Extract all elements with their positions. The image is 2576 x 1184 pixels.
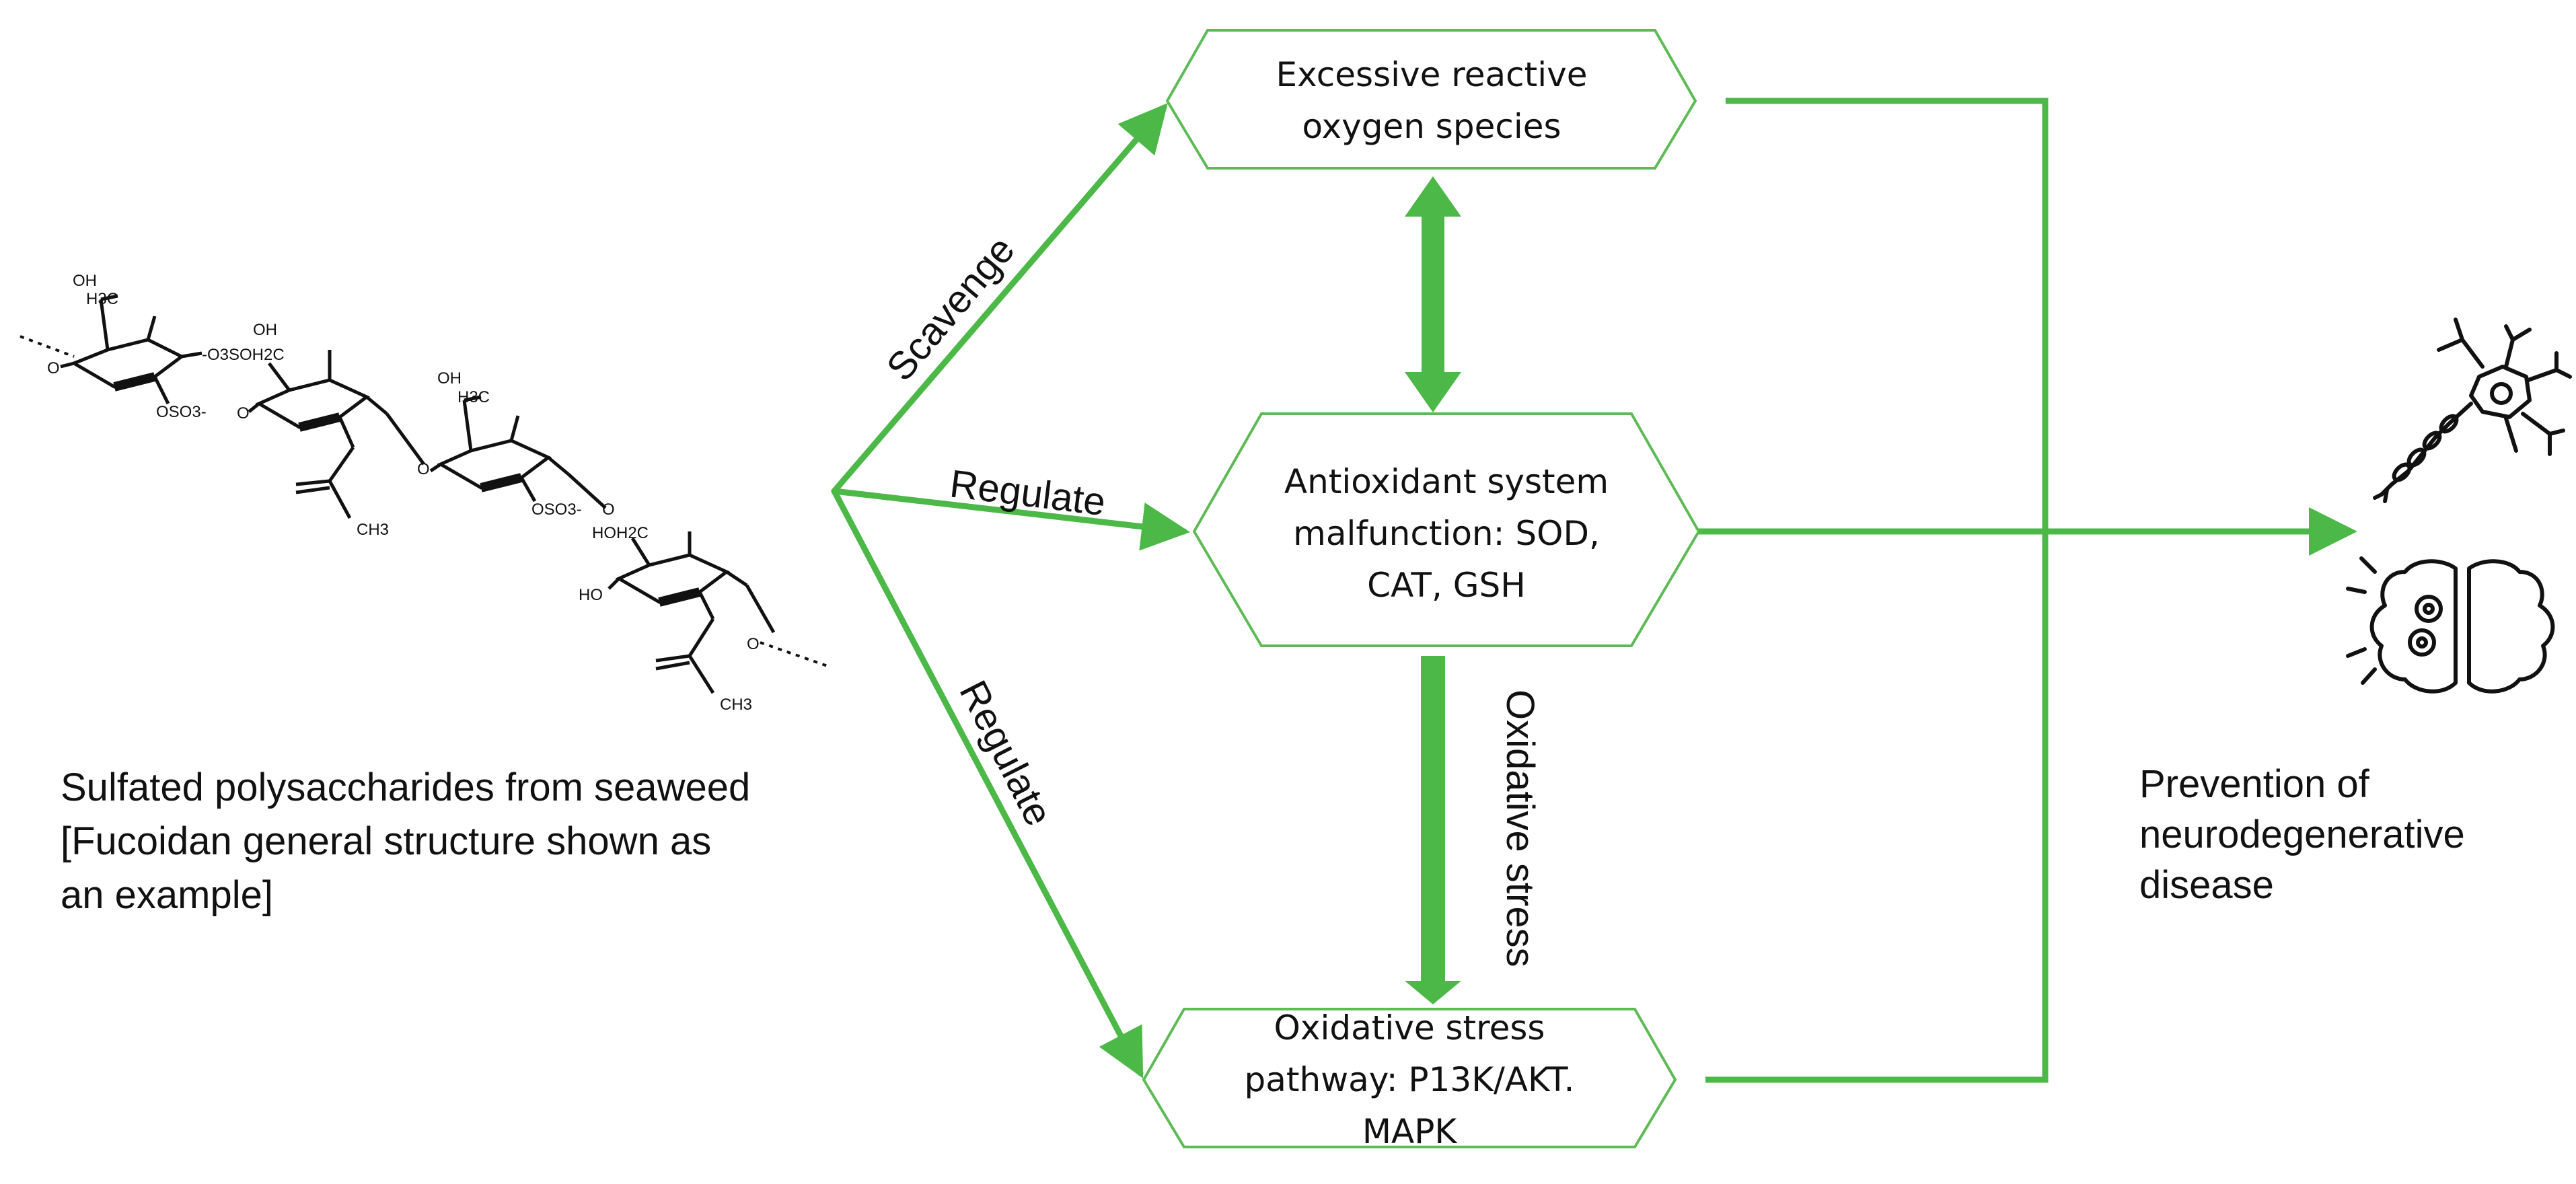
regulate-label-mid: Regulate [947,461,1107,524]
outcome-caption: Prevention of neurodegenerative disease [2139,762,2465,907]
chem-label: OH [437,369,462,387]
chem-label: OSO3- [156,403,207,421]
chem-label: H3C [457,388,490,406]
regulate-arrow-low [831,488,1144,1078]
antioxidant-line1: Antioxidant system [1284,462,1609,501]
pathway-line2: pathway: P13K/AKT. [1245,1060,1575,1099]
fucoidan-structure [20,294,828,694]
neuron-icon [2373,318,2572,503]
caption-line: [Fucoidan general structure shown as [61,819,711,863]
brain-gears-icon [2346,556,2555,694]
pathway-line3: MAPK [1362,1112,1457,1151]
scavenge-label: Scavenge [878,228,1023,389]
caption-line: an example] [61,873,273,917]
left-caption: Sulfated polysaccharides from seaweed [F… [61,766,750,917]
chem-label: HO [579,586,603,604]
pathway-line1: Oxidative stress [1274,1008,1545,1047]
chem-label: O [417,460,430,478]
ros-box [1165,29,1697,170]
outcome-line2: neurodegenerative [2139,813,2465,856]
chem-label: O [747,635,760,653]
chem-label: H3C [86,290,118,308]
caption-line: Sulfated polysaccharides from seaweed [61,766,750,809]
pathway-box [1142,1008,1677,1148]
scavenge-arrow [831,103,1168,494]
chem-label: CH3 [720,696,752,714]
chem-label: -O3SOH2C [202,346,285,364]
chem-label: O [47,359,60,377]
chem-label: HOH2C [592,524,649,542]
antioxidant-line3: CAT, GSH [1367,566,1526,605]
regulate-arrow-mid [831,488,1190,551]
ros-line1: Excessive reactive [1276,55,1588,94]
outcome-line1: Prevention of [2139,762,2370,806]
ros-connector [1705,98,2049,1083]
double-arrow [1405,176,1461,412]
chem-label: O [602,501,615,519]
chem-label: OH [253,321,277,339]
regulate-label-low: Regulate [951,673,1060,832]
chem-label: OSO3- [531,501,582,519]
outcome-line3: disease [2139,863,2274,907]
oxidative-stress-label: Oxidative stress [1498,690,1542,967]
oxidative-stress-arrow [1405,656,1461,1004]
ros-line2: oxygen species [1302,107,1561,146]
chem-label: CH3 [357,521,389,539]
chem-label: O [237,404,250,422]
antioxidant-line2: malfunction: SOD, [1293,514,1600,553]
chem-label: OH [73,272,97,290]
